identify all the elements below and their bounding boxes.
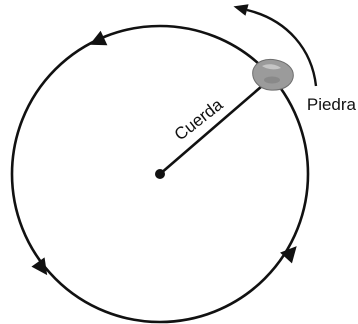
rotation-arrow-head-icon — [232, 1, 249, 16]
stone-label: Piedra — [307, 95, 357, 114]
orbit-arrow-top-icon — [86, 31, 107, 52]
orbit-arrow-left-icon — [31, 257, 53, 279]
stone-icon — [253, 59, 294, 90]
center-point — [155, 169, 165, 179]
rope-label: Cuerda — [171, 95, 227, 145]
